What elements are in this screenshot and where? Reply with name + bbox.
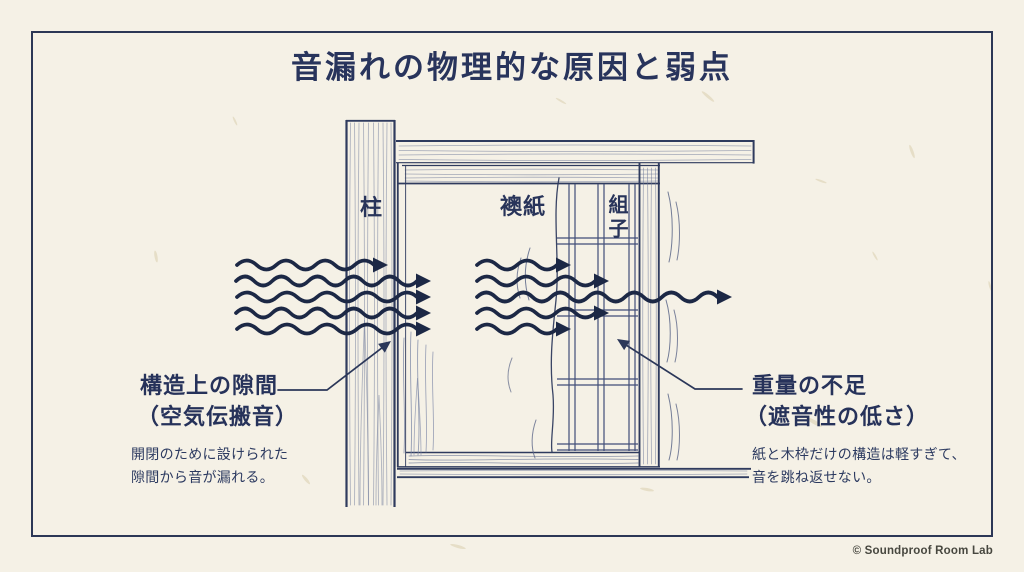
annotation-desc-line: 隙間から音が漏れる。 <box>131 469 274 485</box>
annotation-desc-line: 音を跳ね返せない。 <box>752 469 881 485</box>
annotation-desc-line: 紙と木枠だけの構造は軽すぎて、 <box>752 446 966 462</box>
annotation-heading-line: （空気伝搬音） <box>137 404 299 429</box>
annotation-heading: 重量の不足 （遮音性の低さ） <box>745 370 966 432</box>
annotation-heading-line: （遮音性の低さ） <box>745 404 930 429</box>
paper-fleck <box>449 542 467 551</box>
annotation-lack-of-mass: 重量の不足 （遮音性の低さ） 紙と木枠だけの構造は軽すぎて、 音を跳ね返せない。 <box>745 370 966 489</box>
annotation-desc-line: 開閉のために設けられた <box>131 446 289 462</box>
annotation-structural-gap: 構造上の隙間 （空気伝搬音） 開閉のために設けられた 隙間から音が漏れる。 <box>131 370 298 489</box>
label-fusuma-paper: 襖紙 <box>500 194 547 219</box>
annotation-heading: 構造上の隙間 （空気伝搬音） <box>137 370 298 432</box>
annotation-description: 紙と木枠だけの構造は軽すぎて、 音を跳ね返せない。 <box>745 443 966 489</box>
annotation-description: 開閉のために設けられた 隙間から音が漏れる。 <box>131 443 298 489</box>
annotation-heading-line: 構造上の隙間 <box>140 373 279 398</box>
label-pillar: 柱 <box>360 195 384 220</box>
diagram-border-frame <box>31 31 993 537</box>
annotation-heading-line: 重量の不足 <box>752 373 868 398</box>
page-title: 音漏れの物理的な原因と弱点 <box>291 50 733 85</box>
credit-watermark: © Soundproof Room Lab <box>852 545 993 557</box>
label-kumiko: 組子 <box>605 194 627 242</box>
